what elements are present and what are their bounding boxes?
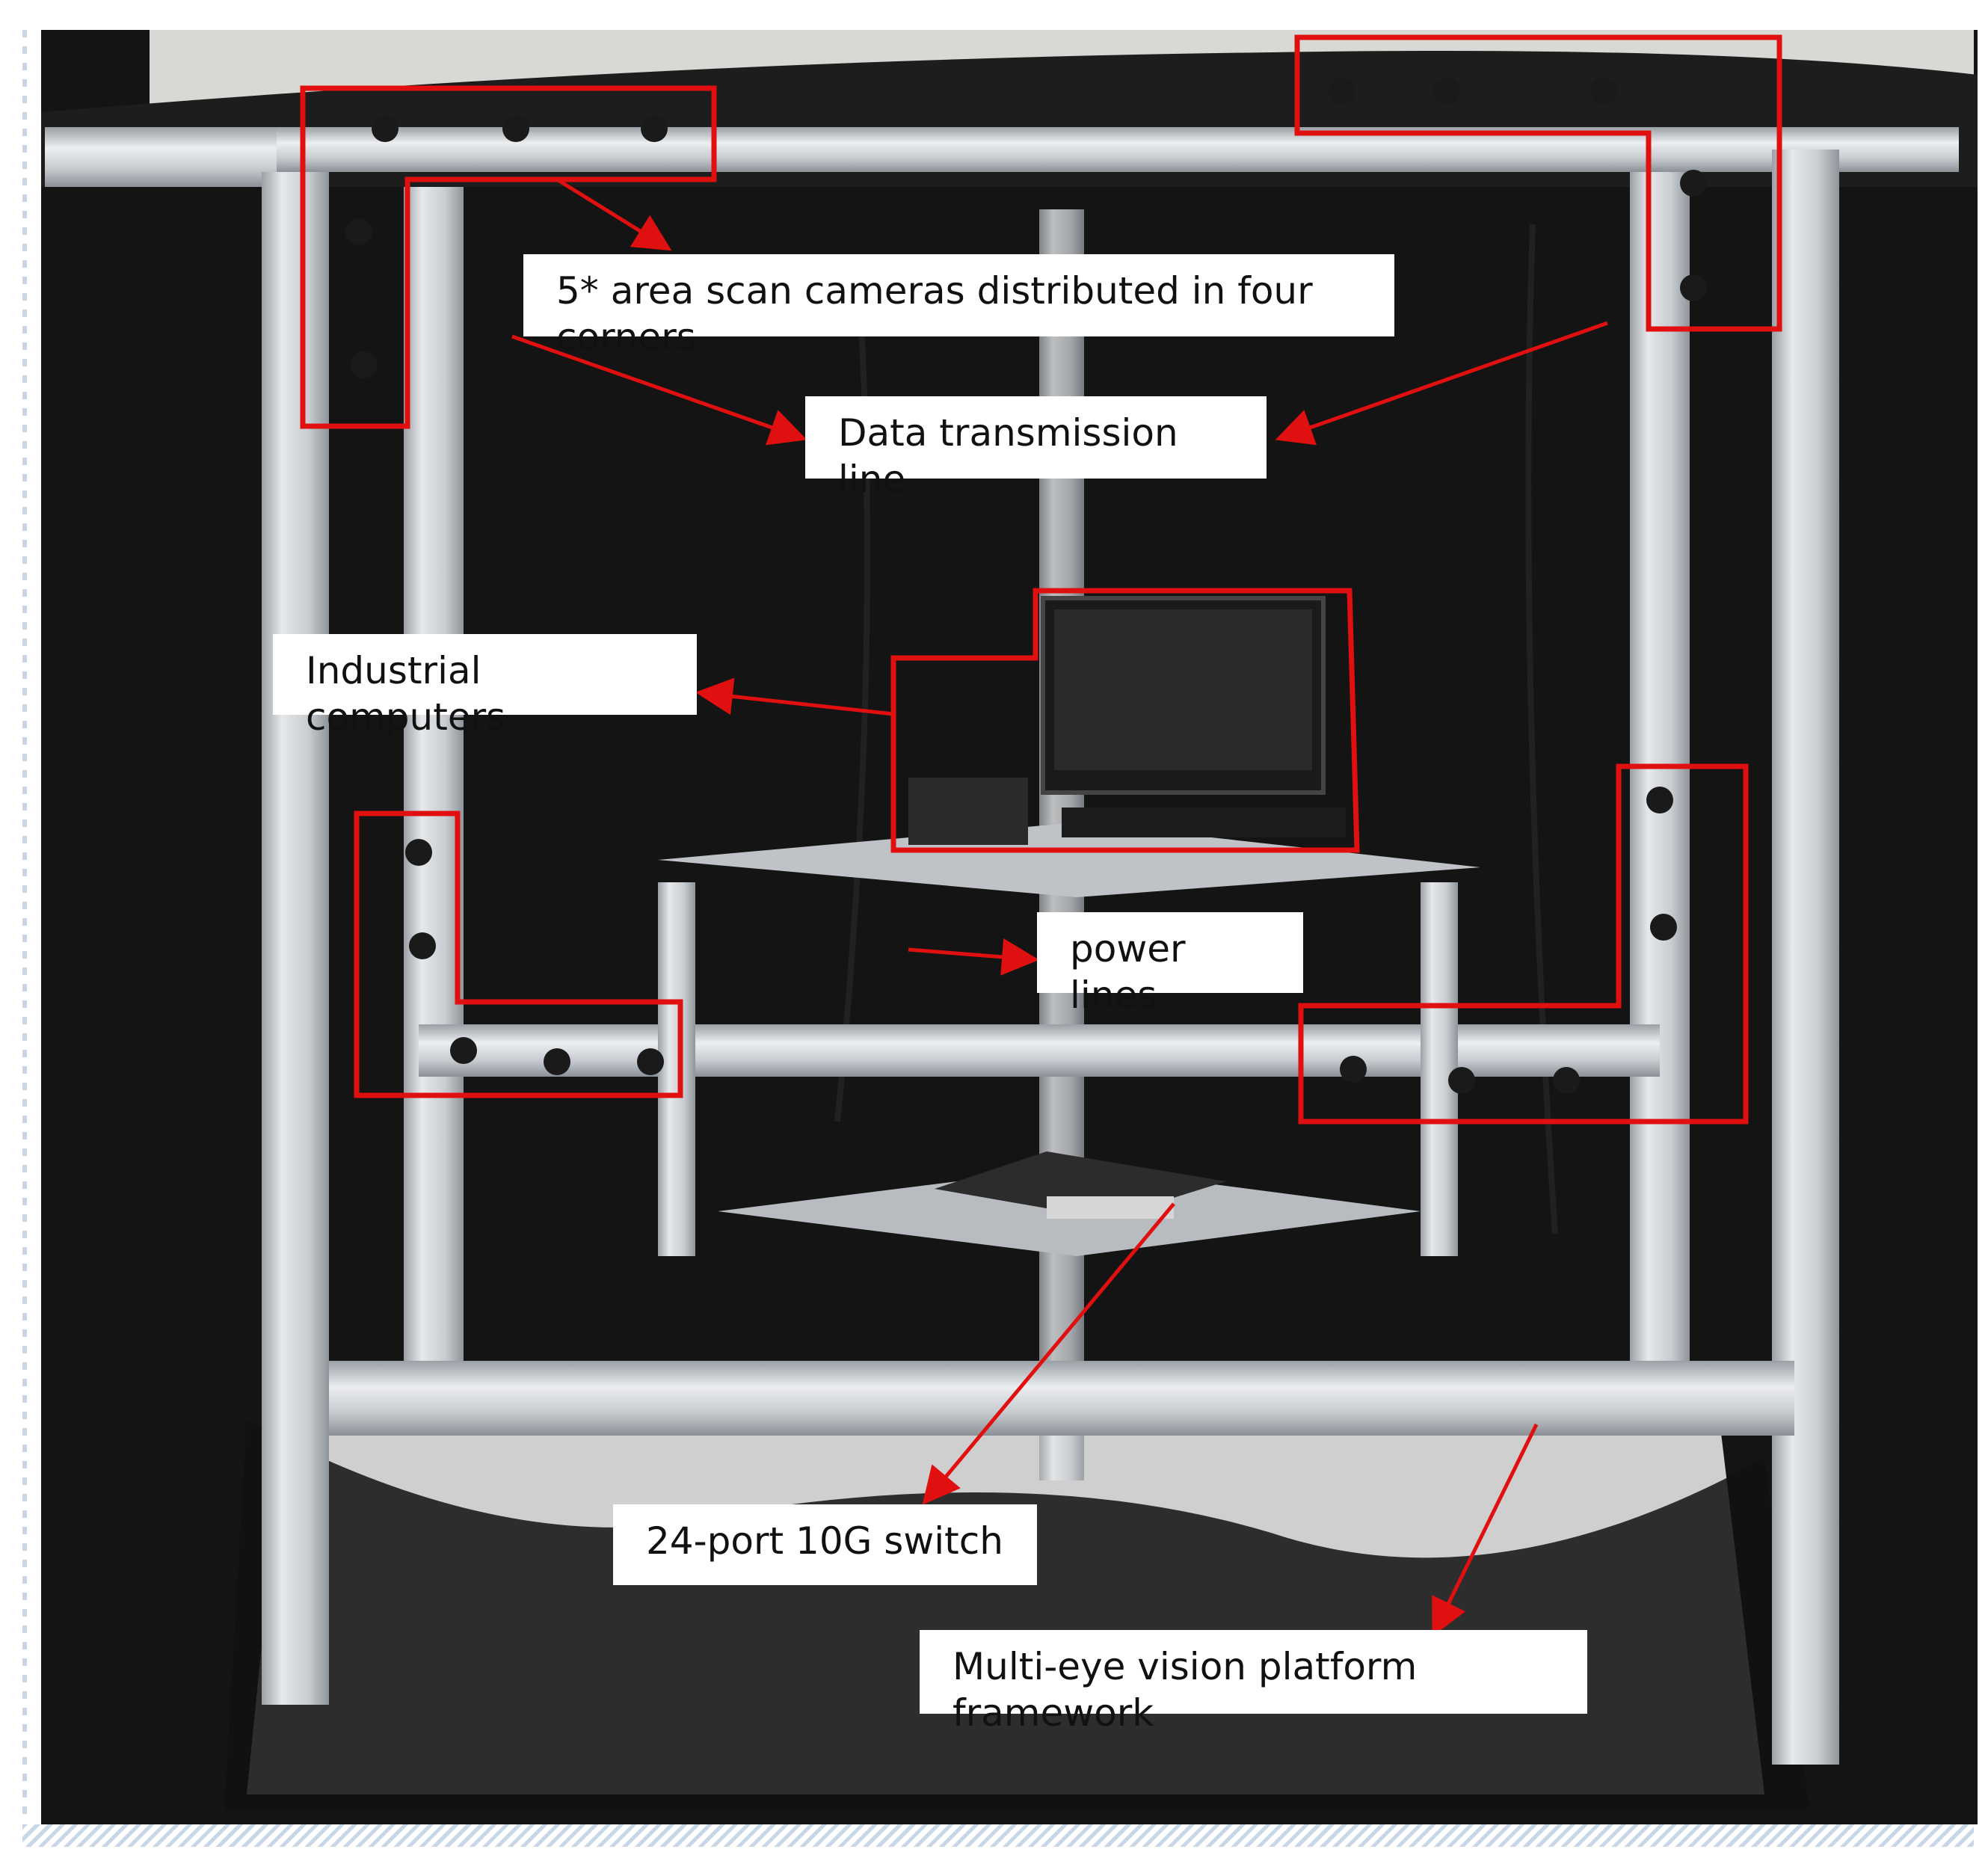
label-framework: Multi-eye vision platform framework [920, 1630, 1587, 1735]
lower-beam [329, 1361, 1794, 1436]
camera-box-bottom-right [1298, 763, 1749, 1125]
label-data-transmission: Data transmission line [805, 396, 1267, 501]
post-left-outer [262, 172, 329, 1705]
camera-box-top-left [300, 85, 717, 429]
arrow-power [908, 938, 1039, 976]
cameras [345, 78, 1707, 1094]
keyboard [1062, 808, 1346, 837]
label-cameras: 5* area scan cameras distributed in four… [523, 254, 1394, 359]
arrow-computers [695, 677, 894, 716]
monitor-screen [1054, 609, 1312, 770]
camera-box-bottom-left [354, 811, 683, 1098]
top-beam [45, 127, 1959, 172]
arrow-data-right [1275, 321, 1608, 446]
annotation-boxes [300, 34, 1782, 1125]
post-right-outer [1772, 150, 1839, 1765]
post-left-inner [404, 187, 464, 1383]
table-top [658, 822, 1480, 897]
table-leg-right [1421, 882, 1458, 1256]
label-power-lines: power lines [1037, 912, 1303, 1017]
arrow-switch [922, 1202, 1175, 1505]
top-beam-left [45, 127, 277, 187]
table-leg-left [658, 882, 695, 1256]
bottom-border-pattern [22, 1824, 1974, 1847]
mid-beam [419, 1024, 1660, 1077]
computer-box [908, 778, 1028, 845]
switch-front [1047, 1196, 1174, 1219]
label-switch: 24-port 10G switch [613, 1504, 1037, 1585]
arrow-framework [1432, 1423, 1539, 1637]
post-right-inner [1630, 172, 1690, 1368]
arrow-cameras [556, 177, 672, 251]
annotation-arrows [511, 177, 1608, 1637]
left-border-pattern [22, 30, 27, 1817]
label-industrial-computers: Industrial computers [273, 634, 697, 739]
arrow-data-left [511, 334, 807, 446]
camera-box-top-right [1294, 34, 1782, 332]
computer-box-outline [890, 588, 1360, 853]
